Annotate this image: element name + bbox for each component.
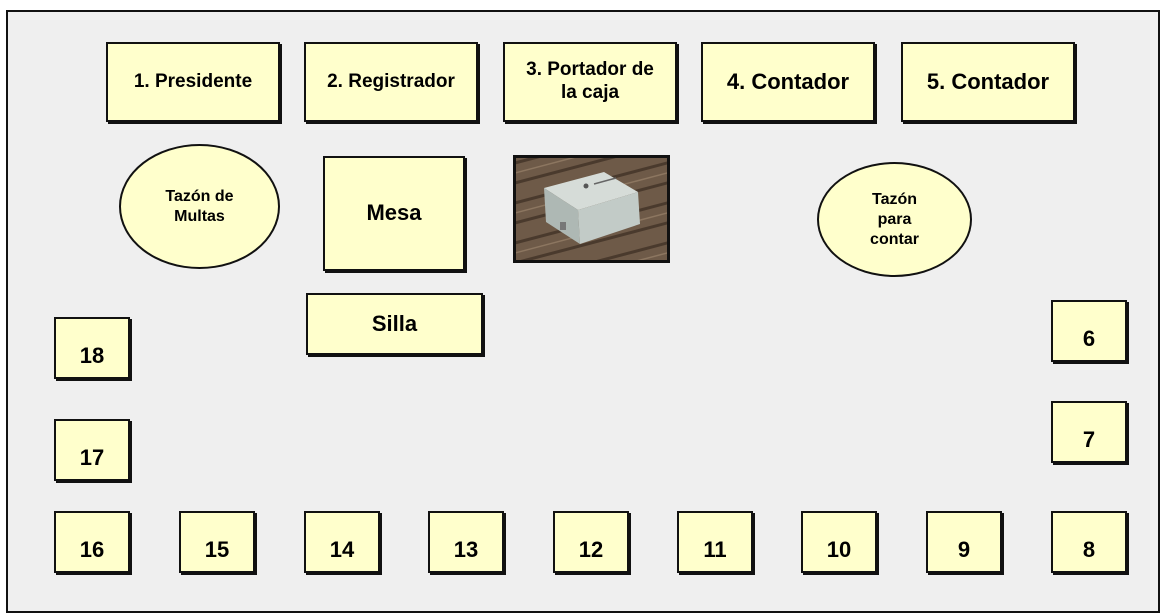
seat-10-label: 10 — [826, 536, 852, 562]
seat-16: 16 — [54, 511, 130, 573]
cash-box-icon — [516, 158, 667, 260]
mesa-box: Mesa — [323, 156, 465, 271]
seat-8-label: 8 — [1082, 536, 1096, 562]
seat-18-label: 18 — [79, 342, 105, 368]
seat-17: 17 — [54, 419, 130, 481]
seat-15: 15 — [179, 511, 255, 573]
seat-11-label: 11 — [703, 536, 727, 562]
bowl-contar-ellipse: Tazón para contar — [817, 162, 972, 277]
seat-12-label: 12 — [578, 536, 604, 562]
seat-13-label: 13 — [453, 536, 479, 562]
silla-label: Silla — [371, 310, 418, 336]
role-presidente-box: 1. Presidente — [106, 42, 280, 122]
bowl-multas-label: Tazón de Multas — [165, 187, 234, 225]
seat-14-label: 14 — [329, 536, 355, 562]
role-portador-label: 3. Portador de la caja — [526, 59, 654, 103]
seat-6-label: 6 — [1082, 325, 1096, 351]
seat-7: 7 — [1051, 401, 1127, 463]
bowl-contar-label: Tazón para contar — [870, 190, 919, 248]
role-contador-5-label: 5. Contador — [926, 68, 1050, 94]
seat-14: 14 — [304, 511, 380, 573]
seat-12: 12 — [553, 511, 629, 573]
silla-box: Silla — [306, 293, 483, 355]
seat-6: 6 — [1051, 300, 1127, 362]
seat-9: 9 — [926, 511, 1002, 573]
role-registrador-label: 2. Registrador — [327, 70, 455, 92]
role-contador-4-label: 4. Contador — [726, 68, 850, 94]
bowl-multas-ellipse: Tazón de Multas — [119, 144, 280, 269]
seat-7-label: 7 — [1082, 426, 1096, 452]
cash-box-photo — [513, 155, 670, 263]
seat-9-label: 9 — [957, 536, 971, 562]
seat-8: 8 — [1051, 511, 1127, 573]
seat-18: 18 — [54, 317, 130, 379]
mesa-label: Mesa — [366, 200, 422, 226]
seat-15-label: 15 — [204, 536, 230, 562]
role-contador-5-box: 5. Contador — [901, 42, 1075, 122]
role-contador-4-box: 4. Contador — [701, 42, 875, 122]
seat-11: 11 — [677, 511, 753, 573]
role-registrador-box: 2. Registrador — [304, 42, 478, 122]
seat-17-label: 17 — [79, 444, 105, 470]
meeting-layout-diagram: 1. Presidente 2. Registrador 3. Portador… — [6, 10, 1160, 613]
role-presidente-label: 1. Presidente — [133, 70, 253, 92]
seat-10: 10 — [801, 511, 877, 573]
seat-13: 13 — [428, 511, 504, 573]
role-portador-box: 3. Portador de la caja — [503, 42, 677, 122]
seat-16-label: 16 — [79, 536, 105, 562]
